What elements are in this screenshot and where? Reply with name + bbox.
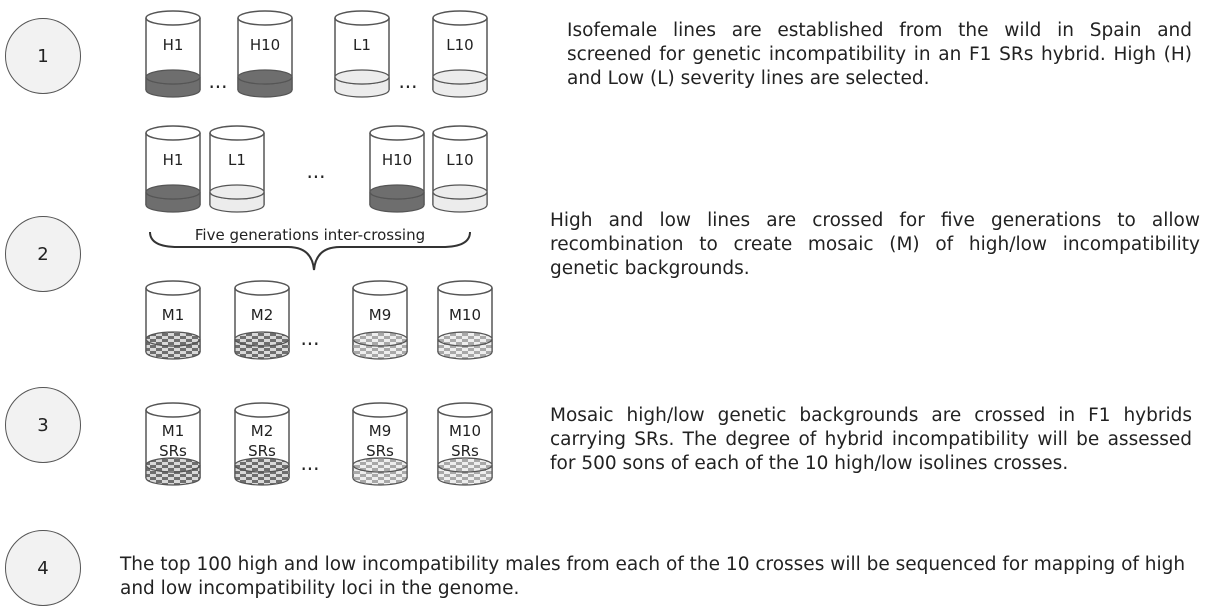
step-3-description: Mosaic high/low genetic backgrounds are … — [550, 405, 1192, 474]
step-circle-3: 3 — [5, 387, 81, 463]
step-4-description: The top 100 high and low incompatibility… — [120, 554, 1186, 599]
step-circle-4: 4 — [5, 530, 81, 606]
mosaic-tube-m2: M2 — [234, 280, 290, 360]
brace-group: Five generations inter-crossing — [149, 226, 471, 271]
ellipsis: ... — [300, 326, 319, 350]
tube-label: M10 — [449, 422, 481, 440]
tube-label: H1 — [163, 36, 184, 54]
ellipsis: ... — [306, 159, 325, 183]
step-number-4: 4 — [37, 557, 49, 579]
step-circle-2: 2 — [5, 216, 81, 292]
tube-sublabel: SRs — [159, 442, 187, 460]
ellipsis: ... — [208, 69, 227, 93]
tube-label: H10 — [382, 151, 412, 169]
step-circle-1: 1 — [5, 18, 81, 94]
tube-label: M9 — [369, 306, 392, 324]
tube-label: M1 — [162, 306, 185, 324]
row1-tube-l1: L1 — [334, 10, 390, 98]
row2-tube-l1: L1 — [209, 125, 265, 213]
row2-tube-h10: H10 — [369, 125, 425, 213]
tube-label: L1 — [228, 151, 246, 169]
step-number-3: 3 — [37, 414, 49, 436]
mosaic-tube-m9: M9 — [352, 280, 408, 360]
tube-label: H1 — [163, 151, 184, 169]
step-2-description: High and low lines are crossed for five … — [550, 210, 1200, 279]
row2-tube-h1: H1 — [145, 125, 201, 213]
tube-label: L10 — [446, 36, 473, 54]
tube-sublabel: SRs — [366, 442, 394, 460]
step-number-2: 2 — [37, 243, 49, 265]
crossing-brace — [149, 231, 471, 271]
row1-tube-h1: H1 — [145, 10, 201, 98]
tube-label: M2 — [251, 422, 274, 440]
row1-tube-h10: H10 — [237, 10, 293, 98]
row2-tube-l10: L10 — [432, 125, 488, 213]
tube-sublabel: SRs — [451, 442, 479, 460]
mosaic-tube-m1: M1 — [145, 280, 201, 360]
step-1-description: Isofemale lines are established from the… — [567, 20, 1192, 89]
tube-label: H10 — [250, 36, 280, 54]
tube-label: M9 — [369, 422, 392, 440]
tube-label: M10 — [449, 306, 481, 324]
row1-tube-l10: L10 — [432, 10, 488, 98]
tube-label: L10 — [446, 151, 473, 169]
mosaic-tube-m10: M10 — [437, 280, 493, 360]
tube-label: M1 — [162, 422, 185, 440]
tube-sublabel: SRs — [248, 442, 276, 460]
ellipsis: ... — [300, 451, 319, 475]
step-number-1: 1 — [37, 45, 49, 67]
ellipsis: ... — [398, 69, 417, 93]
tube-label: M2 — [251, 306, 274, 324]
tube-label: L1 — [353, 36, 371, 54]
brace-label: Five generations inter-crossing — [195, 226, 425, 244]
